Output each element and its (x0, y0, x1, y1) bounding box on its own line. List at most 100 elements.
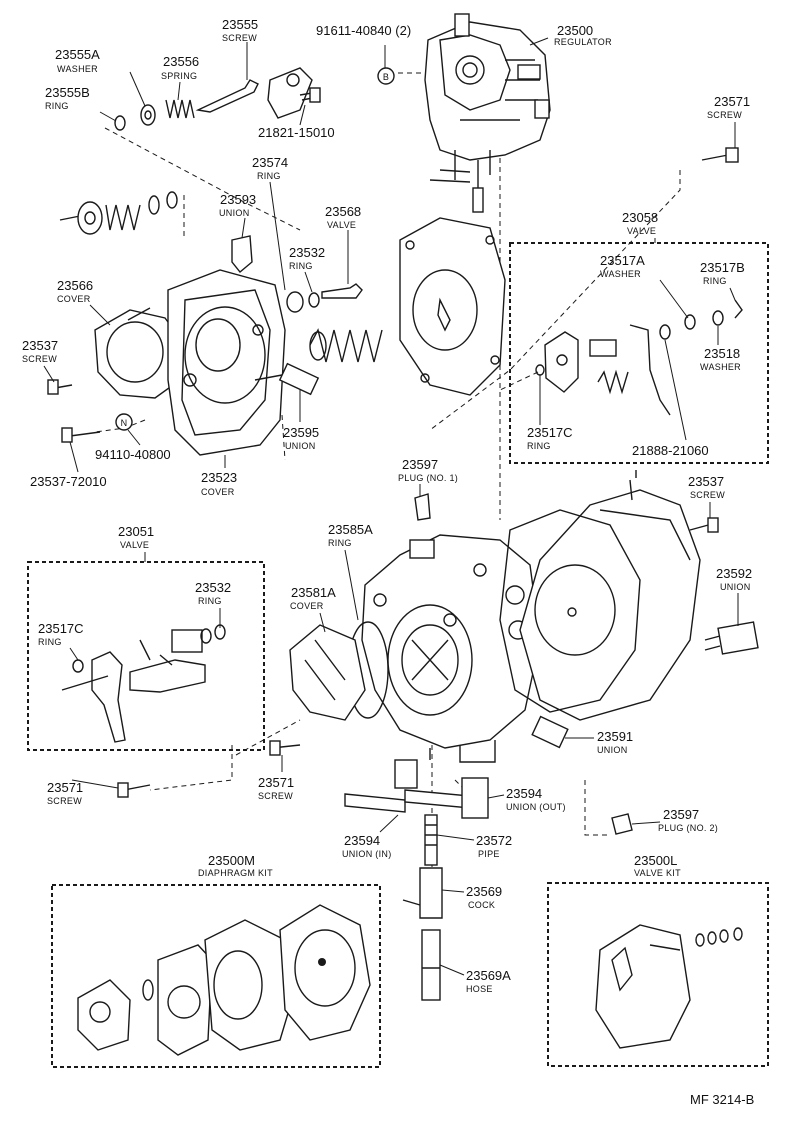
svg-text:23581A: 23581A (291, 585, 336, 600)
screw-23555 (195, 79, 259, 113)
svg-text:PIPE: PIPE (478, 849, 500, 859)
svg-text:PLUG (NO. 2): PLUG (NO. 2) (658, 823, 718, 833)
svg-text:WASHER: WASHER (57, 64, 98, 74)
valve-23058-parts (535, 299, 743, 416)
svg-text:WASHER: WASHER (600, 269, 641, 279)
svg-text:23058: 23058 (622, 210, 658, 225)
svg-text:SCREW: SCREW (707, 110, 742, 120)
label-21821: 21821-15010 (258, 125, 335, 140)
svg-text:RING: RING (198, 596, 222, 606)
svg-text:23517C: 23517C (527, 425, 573, 440)
label-91611: 91611-40840 (2) (316, 23, 411, 38)
center-gasket (399, 217, 506, 396)
cover-23523 (167, 235, 320, 456)
svg-text:23555B: 23555B (45, 85, 90, 100)
main-body (347, 493, 541, 763)
svg-text:23555: 23555 (222, 17, 258, 32)
marker-n: N (115, 413, 133, 431)
svg-text:COVER: COVER (201, 487, 235, 497)
top-left-hardware (114, 67, 321, 131)
svg-text:23566: 23566 (57, 278, 93, 293)
svg-text:23597: 23597 (663, 807, 699, 822)
valve-kit-parts (595, 924, 743, 1049)
svg-text:RING: RING (703, 276, 727, 286)
valve-23051-parts (61, 624, 226, 743)
leader-lines (43, 37, 739, 976)
right-cover (519, 470, 701, 721)
svg-text:RING: RING (38, 637, 62, 647)
kit-box-23051 (27, 561, 265, 751)
svg-text:RING: RING (289, 261, 313, 271)
svg-text:21888-21060: 21888-21060 (632, 443, 709, 458)
bracket (267, 67, 313, 119)
union-23595 (278, 362, 320, 396)
svg-text:UNION: UNION (720, 582, 751, 592)
unions-right (531, 517, 759, 835)
svg-text:RING: RING (527, 441, 551, 451)
cover-23581a (289, 624, 366, 721)
label-23537-72010: 23537-72010 (30, 474, 107, 489)
svg-text:23532: 23532 (195, 580, 231, 595)
svg-text:23537: 23537 (22, 338, 58, 353)
union-23591 (531, 715, 569, 749)
kit-box-23058 (509, 242, 769, 464)
svg-text:23568: 23568 (325, 204, 361, 219)
svg-text:23518: 23518 (704, 346, 740, 361)
svg-text:COCK: COCK (468, 900, 495, 910)
svg-text:REGULATOR: REGULATOR (554, 37, 612, 47)
svg-text:23051: 23051 (118, 524, 154, 539)
svg-text:23537: 23537 (688, 474, 724, 489)
svg-text:23595: 23595 (283, 425, 319, 440)
svg-text:23523: 23523 (201, 470, 237, 485)
ring-23555b (114, 115, 126, 131)
marker-b: B (377, 67, 395, 85)
svg-text:B: B (383, 72, 389, 82)
svg-text:UNION: UNION (219, 208, 250, 218)
svg-text:23537-72010: 23537-72010 (30, 474, 107, 489)
svg-text:PLUG (NO. 1): PLUG (NO. 1) (398, 473, 458, 483)
svg-text:WASHER: WASHER (700, 362, 741, 372)
svg-text:23571: 23571 (714, 94, 750, 109)
cover-23566 (94, 307, 186, 399)
svg-text:SCREW: SCREW (47, 796, 82, 806)
kit-box-23500l (547, 882, 769, 1067)
svg-text:23571: 23571 (47, 780, 83, 795)
screws (47, 147, 739, 798)
svg-text:UNION: UNION (597, 745, 628, 755)
svg-text:VALVE: VALVE (627, 226, 656, 236)
spring-23556 (165, 99, 195, 119)
svg-text:23517C: 23517C (38, 621, 84, 636)
svg-text:94110-40800: 94110-40800 (95, 447, 171, 462)
svg-text:COVER: COVER (290, 601, 324, 611)
label-21888: 21888-21060 (632, 443, 709, 458)
svg-text:RING: RING (257, 171, 281, 181)
svg-text:23592: 23592 (716, 566, 752, 581)
svg-text:VALVE: VALVE (120, 540, 149, 550)
svg-text:SCREW: SCREW (258, 791, 293, 801)
washer-23555a (140, 104, 156, 126)
label-94110: 94110-40800 (95, 447, 171, 462)
